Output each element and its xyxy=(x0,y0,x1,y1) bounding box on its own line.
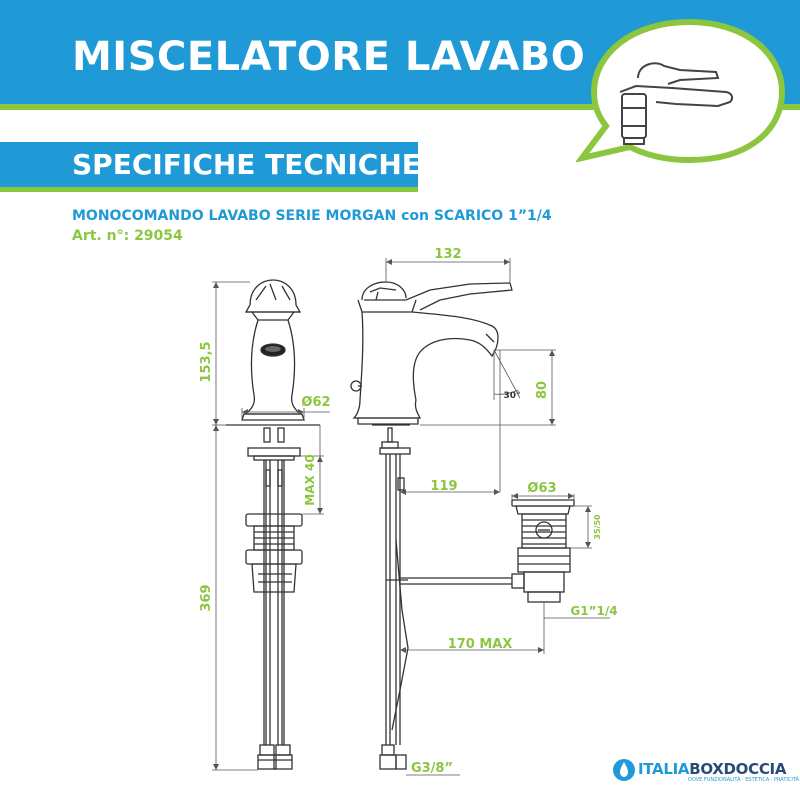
brand-tagline: DOVE FUNZIONALITÀ · ESTETICA · PRATICITÀ xyxy=(688,777,799,783)
dim-height-faucet-label: 153,5 xyxy=(199,341,214,382)
front-view-faucet xyxy=(226,279,320,770)
page-title: MISCELATORE LAVABO xyxy=(72,34,586,80)
header-accent-stripe xyxy=(0,104,800,110)
dim-hose-thread-label: G3/8” xyxy=(411,761,453,776)
arrow-heads xyxy=(213,259,591,770)
dimension-lines xyxy=(212,258,610,776)
brand-name-part2: BOXDOCCIA xyxy=(689,760,787,778)
faucet-thumbnail-icon xyxy=(576,18,786,164)
section-accent-stripe xyxy=(0,187,418,192)
dim-drain-range-label: 35/50 xyxy=(593,514,602,540)
article-number: Art. n°: 29054 xyxy=(72,228,183,244)
brand-logo xyxy=(613,759,635,781)
product-description: MONOCOMANDO LAVABO SERIE MORGAN con SCAR… xyxy=(72,208,552,224)
section-title: SPECIFICHE TECNICHE xyxy=(72,148,421,181)
dim-width-label: 132 xyxy=(434,247,461,262)
dim-drain-thread-label: G1”1/4 xyxy=(570,604,617,618)
dim-drain-diameter-label: Ø63 xyxy=(527,481,556,496)
dim-angle-label: 30° xyxy=(503,391,520,401)
brand-name-part1: ITALIA xyxy=(638,760,690,778)
dim-total-length-label: 369 xyxy=(199,584,214,611)
side-view-faucet xyxy=(350,281,513,770)
section-band xyxy=(0,142,418,192)
dim-max-thickness-label: MAX 40 xyxy=(303,454,317,505)
brand-name: ITALIABOXDOCCIA xyxy=(638,760,786,778)
dim-drain-reach-label: 170 MAX xyxy=(448,637,513,652)
dim-spout-height-label: 80 xyxy=(535,381,550,399)
dim-base-diameter-label: Ø62 xyxy=(301,395,330,410)
dim-reach-label: 119 xyxy=(430,479,457,494)
drain-view xyxy=(511,499,575,603)
